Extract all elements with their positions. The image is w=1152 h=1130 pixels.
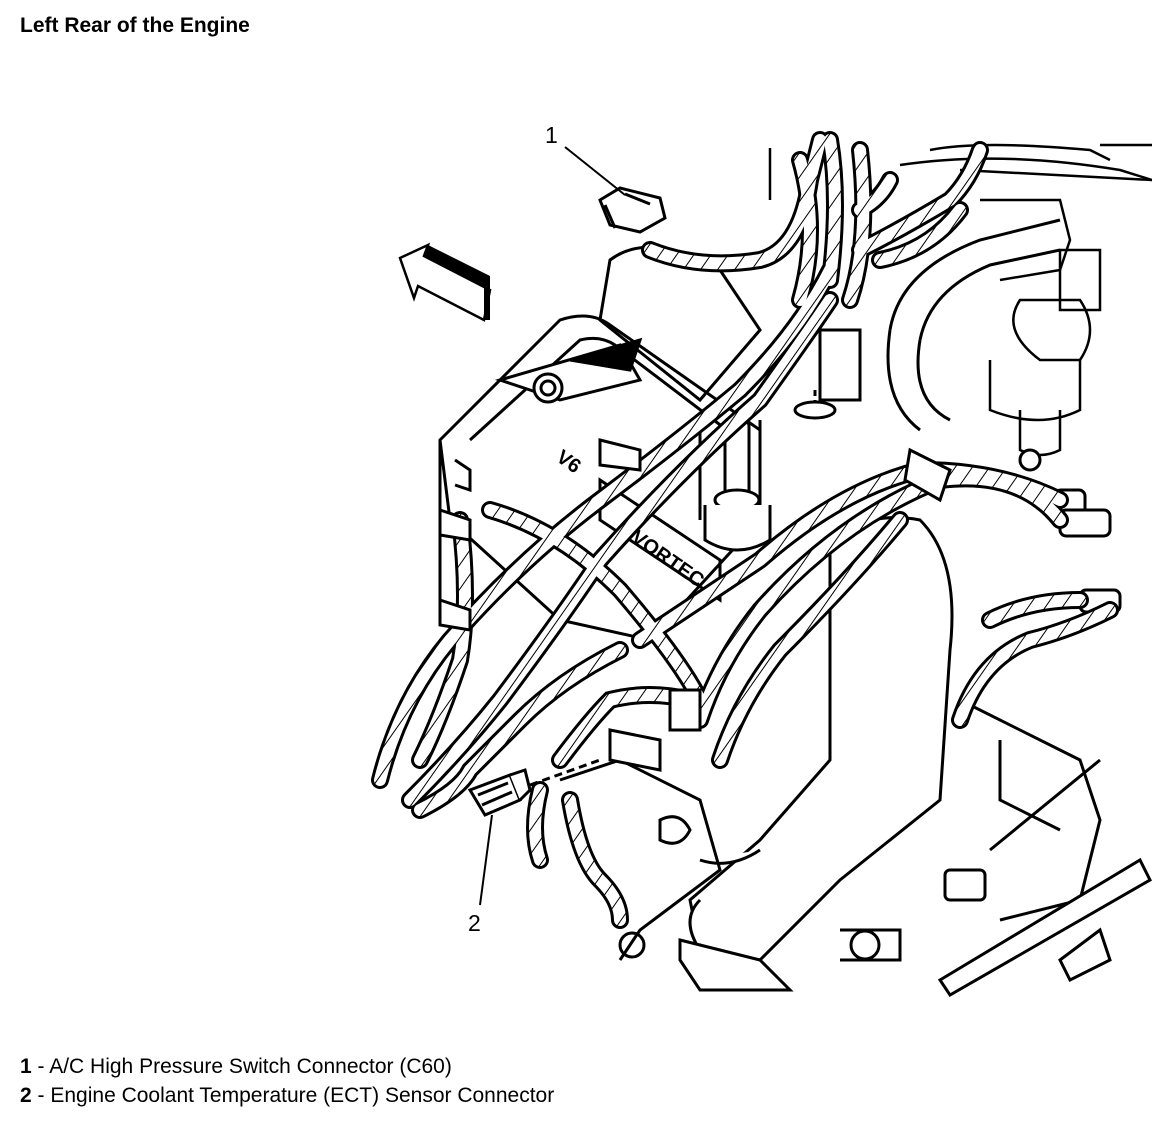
legend-item-text: Engine Coolant Temperature (ECT) Sensor … [50, 1084, 555, 1107]
vortec-marking: VORTEC [627, 526, 708, 592]
callout-1-label: 1 [545, 122, 558, 148]
forward-direction-arrow-icon [398, 242, 492, 322]
legend-item-number: 1 [20, 1055, 32, 1078]
legend-item-separator: - [31, 1055, 50, 1078]
legend-item-number: 2 [20, 1084, 32, 1107]
legend-item: 2 - Engine Coolant Temperature (ECT) Sen… [20, 1081, 554, 1110]
valve-cover [438, 314, 762, 642]
legend-item-separator: - [31, 1084, 51, 1107]
ac-pressure-switch-connector [598, 186, 667, 234]
v6-marking: V6 [552, 446, 585, 478]
wiring-harness-wrap [374, 134, 1116, 926]
spark-plug-boot [703, 418, 772, 552]
harness-connectors-right [943, 448, 1122, 902]
ect-sensor-connector [467, 758, 601, 817]
legend: 1 - A/C High Pressure Switch Connector (… [20, 1052, 554, 1110]
legend-item-text: A/C High Pressure Switch Connector (C60) [49, 1055, 452, 1078]
callout-2-label: 2 [468, 910, 481, 936]
coolant-outlet-hose [678, 516, 954, 992]
lower-right-pipe [937, 857, 1152, 998]
heater-pipe [793, 328, 862, 420]
legend-item: 1 - A/C High Pressure Switch Connector (… [20, 1052, 554, 1081]
coolant-hose [886, 218, 1061, 432]
callout-2-leader [479, 814, 493, 906]
callout-1-leader [564, 146, 626, 196]
firewall-structure [768, 143, 1152, 457]
diagram-title: Left Rear of the Engine [20, 14, 250, 37]
harness-clips [438, 438, 952, 772]
engine-illustration: V6 VORTEC [371, 131, 1152, 998]
